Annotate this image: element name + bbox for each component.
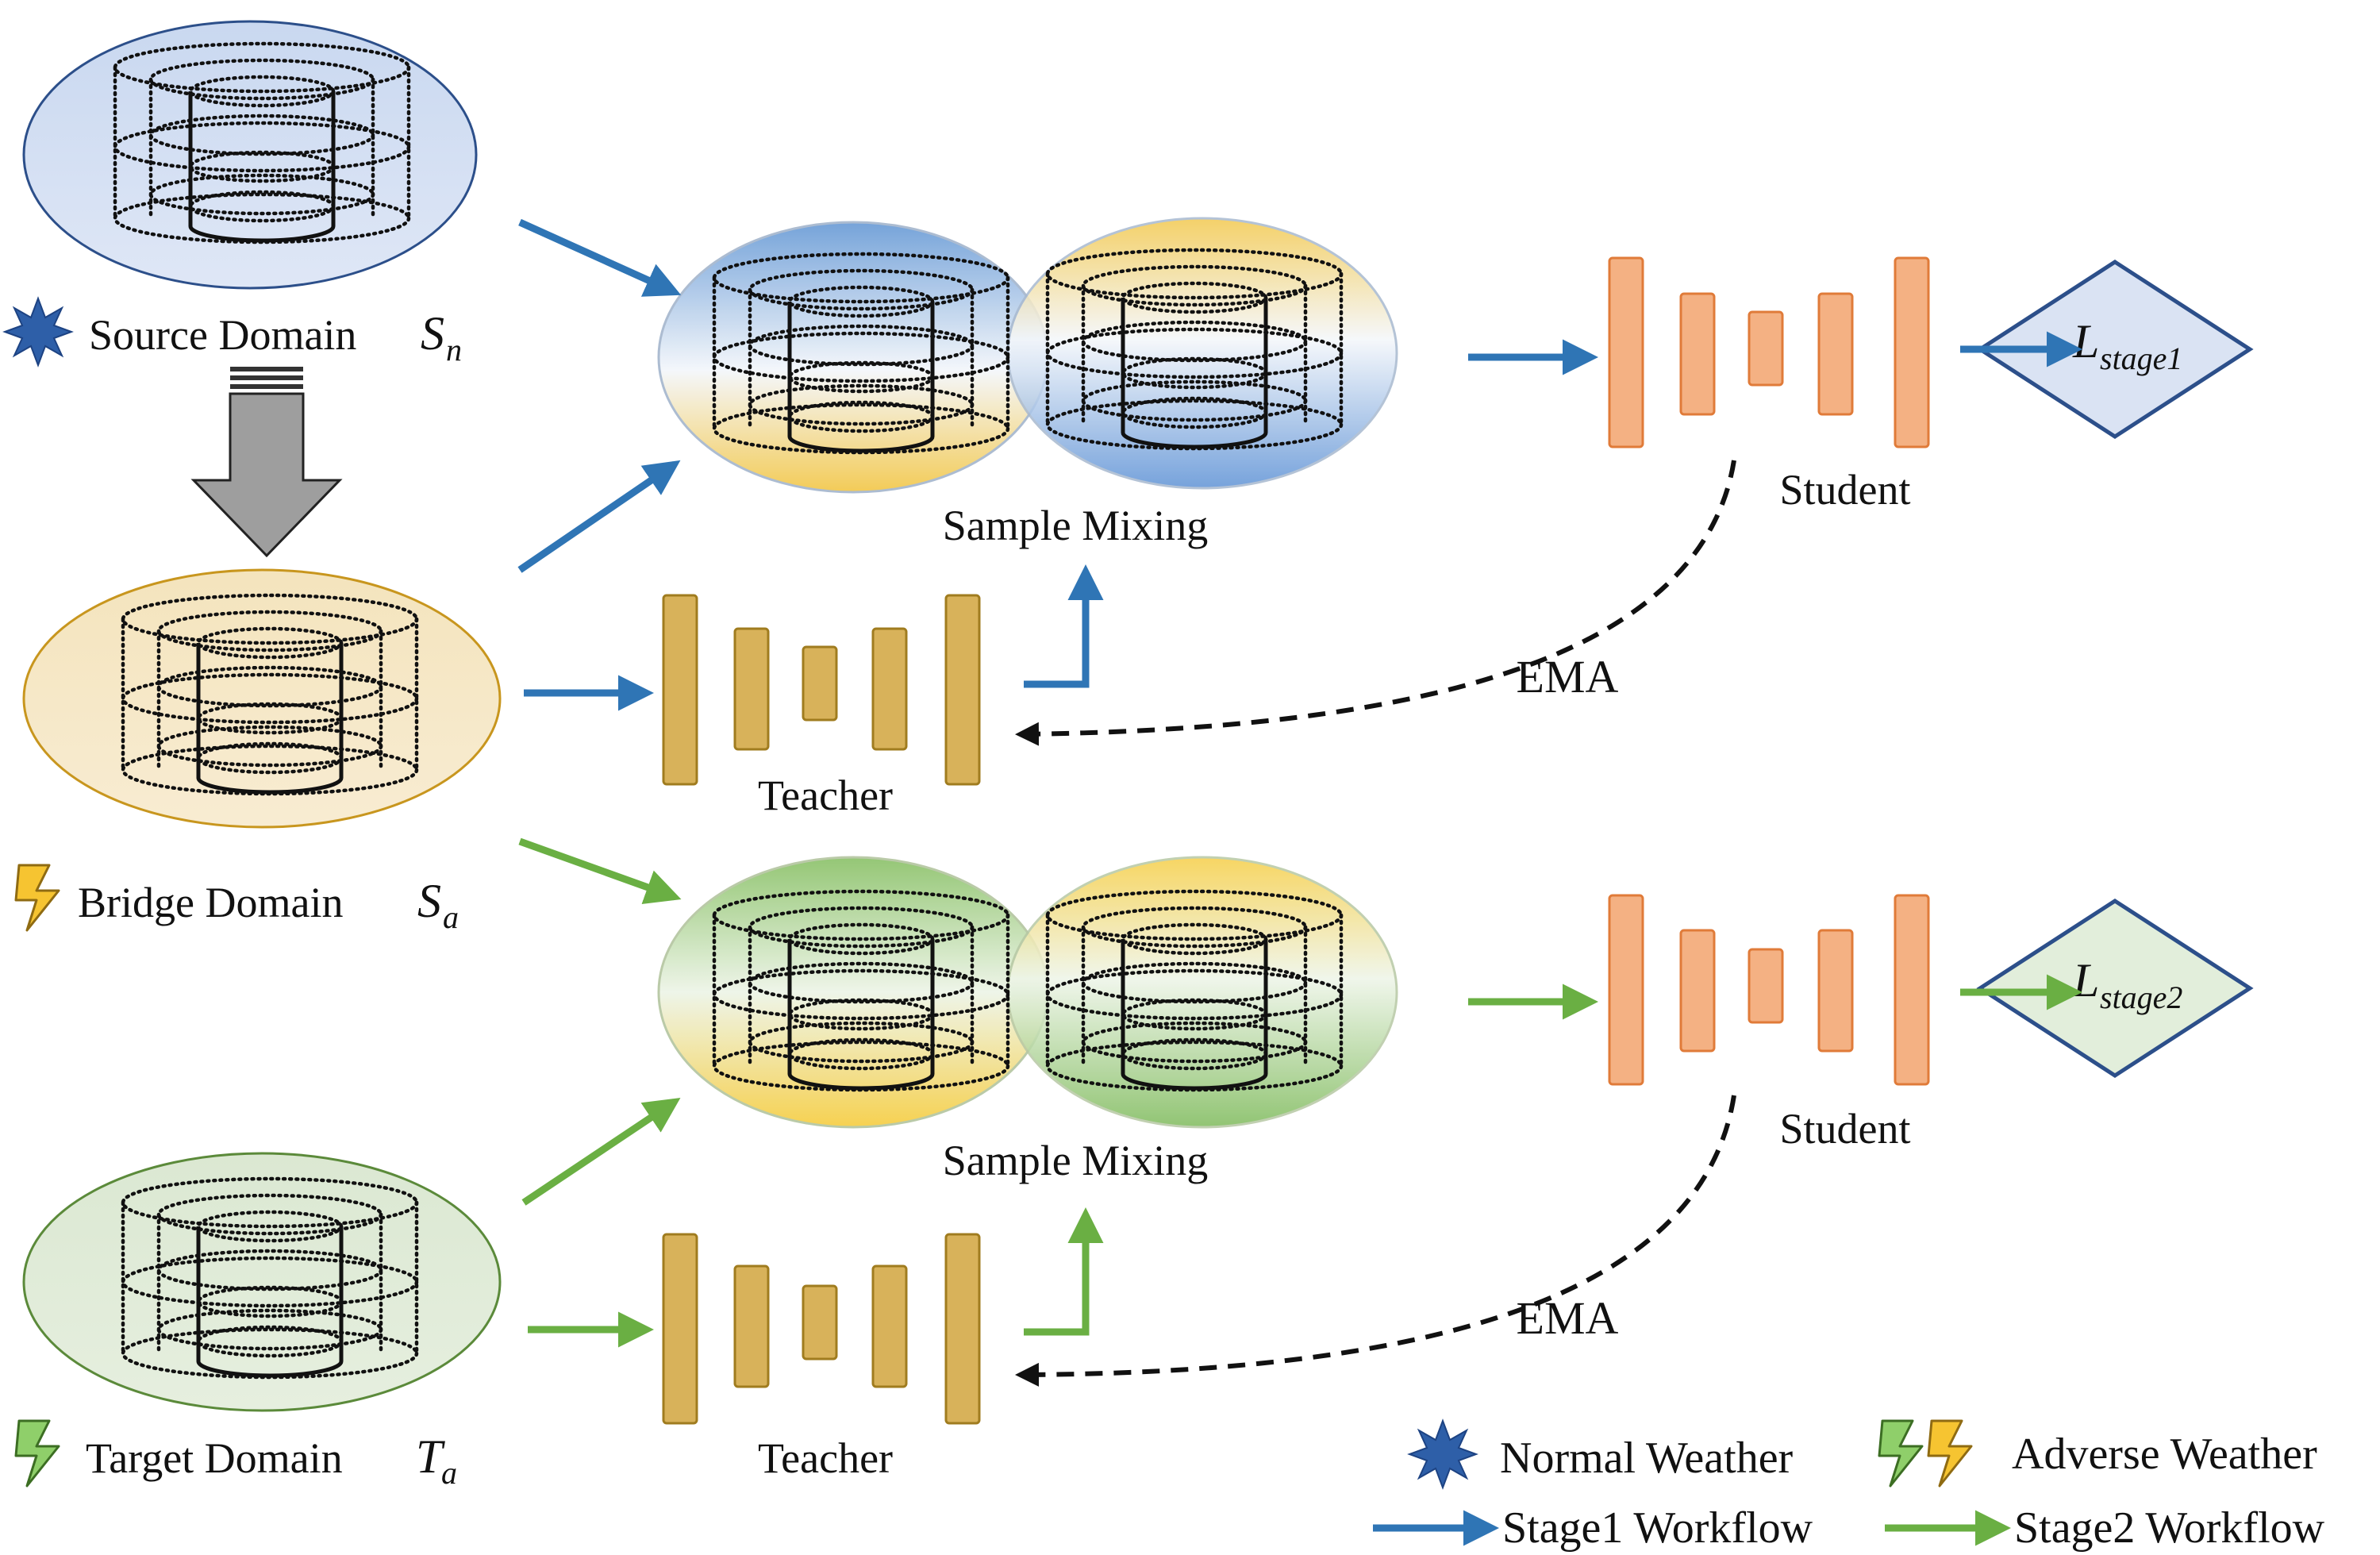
- svg-text:T: T: [416, 1430, 445, 1483]
- lightning-icon: [1927, 1419, 1973, 1488]
- legend-adverse-weather: Adverse Weather: [1878, 1419, 2317, 1488]
- stage1-teacher-network: Teacher: [662, 594, 981, 819]
- svg-text:S: S: [421, 307, 444, 360]
- lightning-icon: [14, 1419, 60, 1488]
- svg-text:L: L: [2072, 315, 2099, 368]
- stage2-student-network: Student: [1608, 894, 1930, 1153]
- arrow-target-to-mixing: [521, 1097, 681, 1206]
- source-domain-label: Source Domain S n: [4, 298, 462, 368]
- target-domain-label: Target Domain T a: [14, 1419, 457, 1491]
- stage2-arrows: [518, 837, 2082, 1348]
- lightning-icon: [14, 864, 60, 932]
- stage1-arrows: [517, 218, 2082, 711]
- teacher-label: Teacher: [758, 1434, 893, 1482]
- svg-text:stage2: stage2: [2100, 980, 2182, 1015]
- ema-label: EMA: [1517, 1292, 1619, 1344]
- ema-dashed-arrow: [1015, 460, 1736, 746]
- svg-text:S: S: [417, 875, 441, 927]
- svg-text:Stage2 Workflow: Stage2 Workflow: [2014, 1503, 2325, 1553]
- svg-text:Bridge Domain: Bridge Domain: [78, 879, 343, 926]
- bridge-domain-node: [22, 568, 502, 829]
- svg-text:n: n: [446, 332, 462, 368]
- svg-text:Adverse Weather: Adverse Weather: [2012, 1430, 2317, 1479]
- legend-stage2-workflow: Stage2 Workflow: [1885, 1503, 2325, 1553]
- source-domain-node: [22, 20, 478, 290]
- arrow-source-to-mixing: [518, 218, 682, 297]
- stage2-teacher-network: Teacher: [662, 1233, 981, 1482]
- arrow-teacher-to-mixing: [1024, 1207, 1104, 1336]
- stage1-ema: EMA: [1015, 460, 1736, 746]
- stage2-ema: EMA: [1015, 1095, 1736, 1387]
- student-label: Student: [1779, 1105, 1910, 1153]
- legend-normal-weather: Normal Weather: [1409, 1420, 1794, 1488]
- star-burst-icon: [1409, 1420, 1477, 1488]
- stage2-sample-mixing: Sample Mixing: [657, 856, 1398, 1184]
- loss-stage2: L stage2: [1976, 899, 2254, 1078]
- svg-text:Stage1 Workflow: Stage1 Workflow: [1502, 1503, 1813, 1553]
- svg-text:Normal Weather: Normal Weather: [1500, 1434, 1794, 1483]
- svg-text:Target Domain: Target Domain: [86, 1434, 343, 1482]
- target-domain-node: [22, 1152, 502, 1412]
- svg-text:stage1: stage1: [2100, 341, 2182, 376]
- transfer-down-arrow-icon: [190, 367, 343, 558]
- svg-text:L: L: [2072, 954, 2099, 1007]
- loss-stage1: L stage1: [1976, 260, 2254, 439]
- student-label: Student: [1779, 466, 1910, 514]
- sample-mixing-label: Sample Mixing: [943, 502, 1209, 549]
- arrow-teacher-to-mixing: [1024, 564, 1104, 688]
- stage1-sample-mixing: Sample Mixing: [657, 217, 1398, 549]
- legend: Normal Weather Adverse Weather Stage1 Wo…: [1373, 1419, 2325, 1553]
- arrow-bridge-to-mixing: [517, 460, 681, 573]
- sample-mixing-label: Sample Mixing: [943, 1137, 1209, 1184]
- svg-text:a: a: [441, 1455, 457, 1491]
- legend-stage1-workflow: Stage1 Workflow: [1373, 1503, 1813, 1553]
- star-burst-icon: [4, 298, 72, 366]
- svg-text:Source Domain: Source Domain: [89, 311, 356, 359]
- lightning-icon: [1878, 1419, 1924, 1488]
- bridge-domain-label: Bridge Domain S a: [14, 864, 459, 935]
- ema-label: EMA: [1517, 651, 1619, 702]
- svg-text:a: a: [443, 899, 459, 935]
- arrow-bridge-to-mixing: [518, 837, 682, 905]
- teacher-label: Teacher: [758, 772, 893, 819]
- stage1-student-network: Student: [1608, 256, 1930, 514]
- ema-dashed-arrow: [1015, 1095, 1736, 1387]
